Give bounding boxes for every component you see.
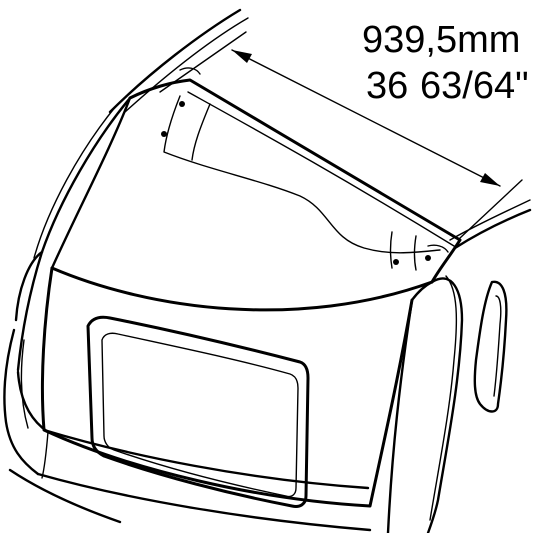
right-body-side [386, 275, 464, 533]
left-upper-mount-point [179, 101, 185, 107]
left-mount-point [161, 131, 167, 137]
tailgate-lower-panel [40, 266, 434, 508]
mount-points [161, 67, 449, 265]
glass-shade-panel [163, 95, 441, 271]
measurement-metric-label: 939,5mm [362, 19, 520, 61]
left-body-side [3, 96, 132, 476]
right-upper-mount-point [425, 255, 431, 261]
right-side-window [473, 280, 508, 413]
rear-window [50, 78, 462, 312]
right-mount-point [393, 259, 399, 265]
rear-bumper [8, 431, 372, 532]
roof-lines [108, 8, 532, 250]
measurement-imperial-whole-label: 36 [366, 65, 408, 107]
measurement-imperial-fraction-label: 63/64" [420, 65, 529, 107]
license-plate-recess [86, 315, 310, 508]
dimension-line [159, 31, 523, 239]
